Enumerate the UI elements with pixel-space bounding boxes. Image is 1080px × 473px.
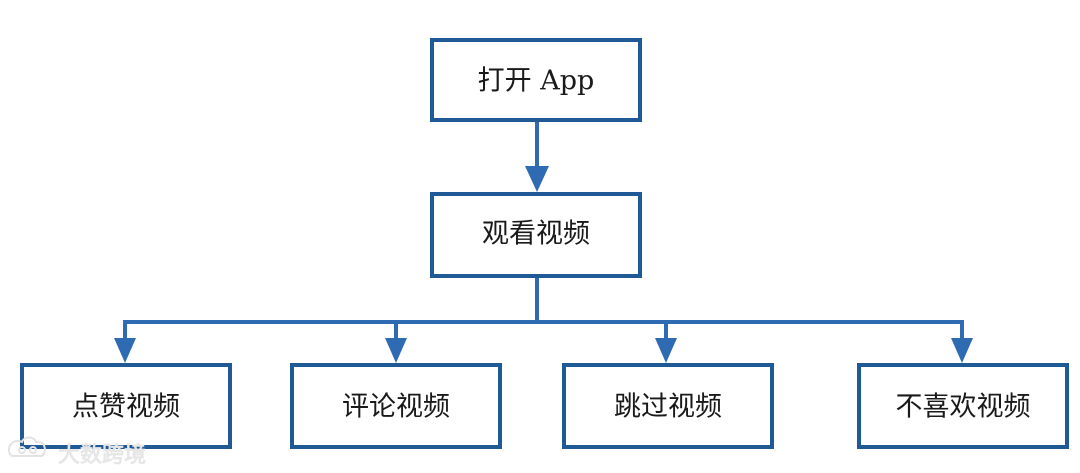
arrowhead	[385, 338, 407, 363]
arrowhead	[951, 338, 973, 363]
node-dislike-video: 不喜欢视频	[857, 363, 1069, 449]
watermark: 大数跨境	[8, 436, 146, 468]
node-label-comment-video: 评论视频	[342, 392, 450, 423]
node-label-open-app: 打开 App	[478, 66, 595, 97]
node-open-app: 打开 App	[430, 38, 642, 122]
node-skip-video: 跳过视频	[562, 363, 774, 449]
cloud-swirl-icon	[8, 436, 46, 457]
arrowhead	[525, 166, 549, 192]
node-comment-video: 评论视频	[290, 363, 502, 449]
connector-watch-to-branches	[114, 274, 973, 363]
node-label-watch-video: 观看视频	[482, 219, 590, 250]
arrowhead	[655, 338, 677, 363]
watermark-text: 大数跨境	[58, 442, 146, 468]
node-watch-video: 观看视频	[430, 192, 642, 278]
arrowhead	[114, 338, 136, 363]
connector-open-to-watch	[525, 119, 549, 192]
node-like-video: 点赞视频	[20, 363, 232, 449]
node-label-dislike-video: 不喜欢视频	[896, 392, 1031, 423]
node-label-like-video: 点赞视频	[72, 392, 180, 423]
node-label-skip-video: 跳过视频	[614, 392, 722, 423]
